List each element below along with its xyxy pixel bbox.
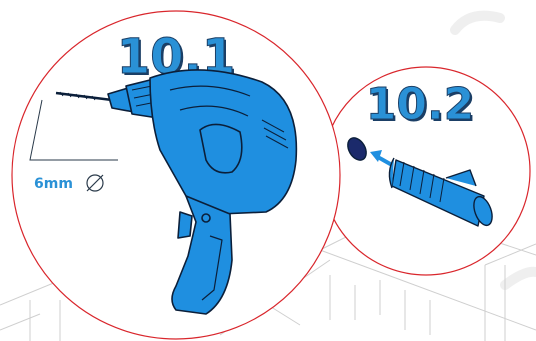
step-label-10-2: 10.2 10.2 [365, 79, 477, 133]
diameter-symbol-icon [86, 174, 104, 192]
wall-plug-icon [347, 137, 493, 227]
wall-hole [347, 137, 367, 161]
svg-text:10.2: 10.2 [368, 81, 477, 132]
drill-bit-measurement: 6mm [29, 99, 118, 192]
drill-icon [55, 69, 298, 315]
svg-text:10.2: 10.2 [366, 79, 475, 130]
measurement-label: 6mm [34, 176, 73, 192]
